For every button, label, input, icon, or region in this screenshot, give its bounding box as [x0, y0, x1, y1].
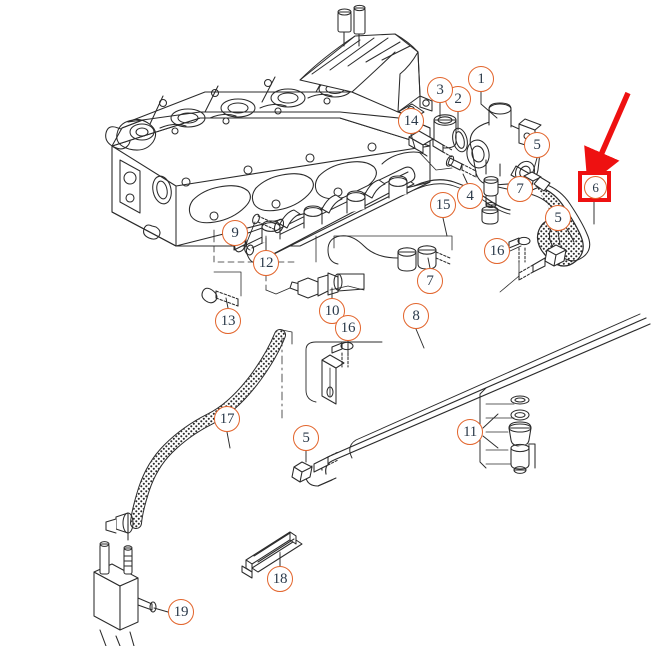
part-5-clamp-bottom [291, 451, 339, 483]
part-9-clip [245, 221, 256, 256]
callout-6[interactable]: 6 [584, 176, 607, 199]
callout-16-upper[interactable]: 16 [484, 238, 510, 264]
callout-12[interactable]: 12 [253, 250, 279, 276]
part-1-hp-fuel-pump [466, 102, 542, 186]
callout-9[interactable]: 9 [222, 220, 248, 246]
callout-10[interactable]: 10 [319, 298, 345, 324]
callout-15[interactable]: 15 [430, 192, 456, 218]
callout-11[interactable]: 11 [457, 419, 483, 445]
part-7-union-upper [483, 176, 499, 209]
part-7-union-second [481, 205, 499, 225]
callout-leader-lines [153, 91, 595, 613]
callout-16-lower[interactable]: 16 [335, 315, 361, 341]
part-18-tool [241, 531, 303, 579]
callout-13[interactable]: 13 [215, 308, 241, 334]
cylinder-head-assembly [93, 4, 651, 646]
callout-5-lower[interactable]: 5 [545, 205, 571, 231]
part-19-coupling [93, 523, 157, 646]
callout-7-upper[interactable]: 7 [507, 176, 533, 202]
highlight-box-part-6: 6 [578, 171, 611, 202]
callout-5-hose[interactable]: 5 [293, 425, 319, 451]
part-5-clamp-lower [518, 244, 567, 281]
callout-1[interactable]: 1 [468, 66, 494, 92]
callout-3[interactable]: 3 [427, 77, 453, 103]
part-4-bolt [445, 155, 477, 178]
callout-18[interactable]: 18 [267, 566, 293, 592]
callout-4[interactable]: 4 [457, 183, 483, 209]
part-13-bolt [201, 271, 242, 307]
part-2-o-ring [452, 127, 468, 153]
callout-5-upper[interactable]: 5 [524, 132, 550, 158]
part-16-bracket-lower [321, 341, 354, 405]
callout-8[interactable]: 8 [403, 303, 429, 329]
callout-17[interactable]: 17 [214, 406, 240, 432]
part-10-pressure-sensor [265, 251, 365, 299]
part-11-seal-kit [479, 387, 536, 474]
part-17-braided-hose [105, 329, 293, 534]
part-12-fuel-rail [213, 166, 416, 264]
callout-7-lower[interactable]: 7 [417, 268, 443, 294]
part-7-union-lower [315, 235, 453, 272]
callout-19[interactable]: 19 [168, 599, 194, 625]
part-8-fuel-pipe [305, 285, 651, 487]
part-14-sensor [408, 130, 453, 171]
callout-14[interactable]: 14 [398, 108, 424, 134]
highlight-arrow [584, 91, 631, 186]
